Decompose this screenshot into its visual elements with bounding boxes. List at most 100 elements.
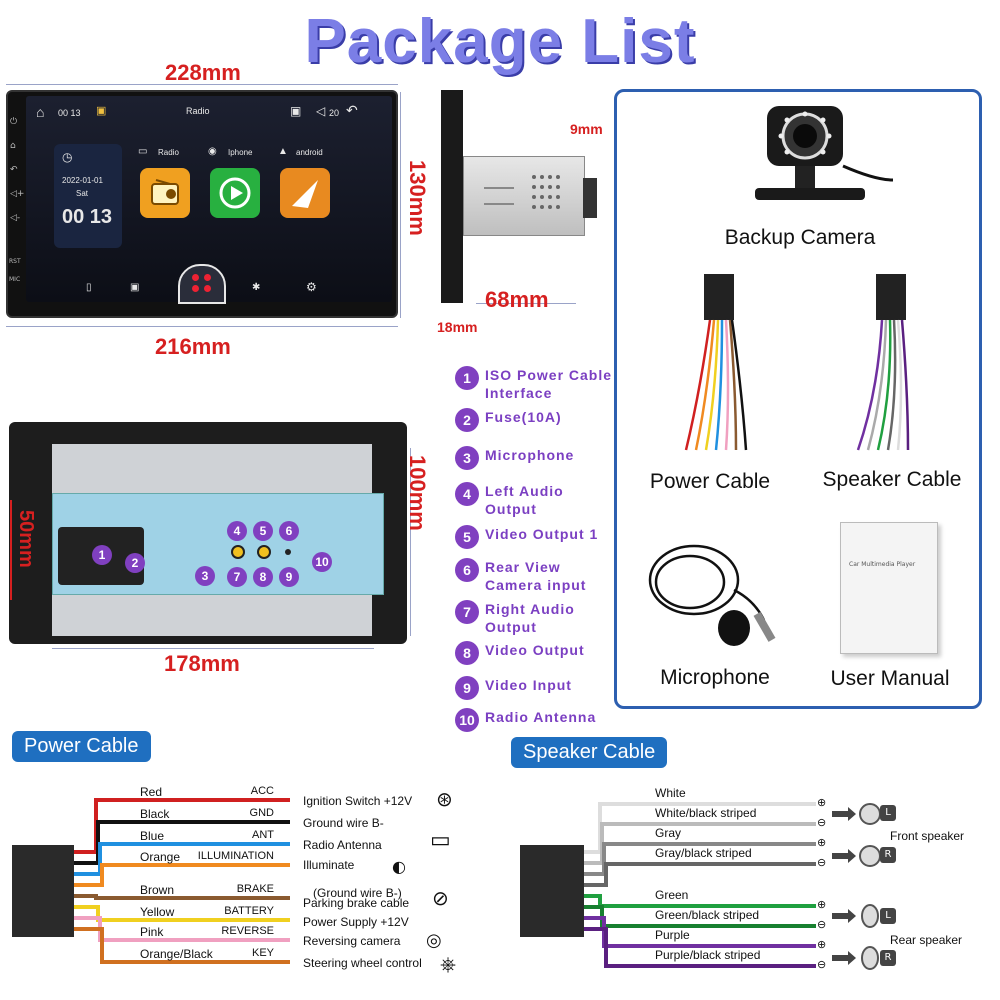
power-wire <box>74 894 290 900</box>
speaker-cable-tab: Speaker Cable <box>511 737 668 768</box>
microphone-image <box>634 530 790 650</box>
power-wire <box>74 905 290 922</box>
speaker-wire-label: Green <box>655 888 689 902</box>
label-microphone: Microphone <box>660 666 770 689</box>
home-icon[interactable]: ⌂ <box>36 104 45 120</box>
marker-7: 7 <box>227 567 247 587</box>
speaker-cable-image <box>848 272 928 456</box>
rear-connector <box>583 178 597 218</box>
marker-2: 2 <box>125 553 145 573</box>
dim-line-bottom <box>6 326 398 327</box>
android-auto-app-icon[interactable] <box>280 168 330 218</box>
side-view-plate <box>441 90 463 303</box>
radio-app-icon[interactable] <box>140 168 190 218</box>
light-icon: ◐ <box>392 857 406 876</box>
date-text: 2022-01-01 <box>62 176 103 185</box>
speaker-wire-label: Gray/black striped <box>655 846 752 860</box>
speaker-wire <box>584 842 816 876</box>
usb-icon[interactable]: ▯ <box>86 282 92 293</box>
dim-line-connector <box>10 500 42 600</box>
power-wire-color-label: Pink <box>140 925 164 939</box>
side-view-chassis <box>463 156 585 236</box>
speaker-badge-rl: L <box>880 908 896 924</box>
dim-line-right <box>400 92 401 318</box>
rca-jacks <box>228 542 292 562</box>
power-wire-destination-label: Radio Antenna <box>303 838 382 852</box>
power-wire-destination-label: Reversing camera <box>303 934 401 948</box>
vol-up-icon[interactable]: ◁+ <box>10 189 25 199</box>
ignition-key-icon: ⊛ <box>436 787 453 811</box>
dim-line-top <box>6 84 398 85</box>
file-icon[interactable]: ▣ <box>130 282 140 293</box>
marker-8: 8 <box>253 567 273 587</box>
power-wire-function-label: KEY <box>251 947 274 959</box>
power-icon[interactable]: ⏻ <box>10 117 18 127</box>
speaker-wires <box>584 802 816 968</box>
clock-icon: ◷ <box>62 150 73 164</box>
dim-connector-height: 50mm <box>15 510 37 568</box>
back-icon[interactable]: ↶ <box>346 102 358 118</box>
dim-line-depth <box>476 303 576 304</box>
power-wire-color-label: Orange/Black <box>140 947 213 961</box>
power-wire-color-label: Orange <box>140 850 181 864</box>
power-wire-destination-label: Parking brake cable <box>303 896 410 910</box>
vol-down-icon[interactable]: ◁- <box>10 213 21 223</box>
dim-width-bottom: 216mm <box>155 334 231 359</box>
power-wire-destination-label: Ignition Switch +12V <box>303 794 413 808</box>
app-label-radio: Radio <box>158 148 179 157</box>
power-wire <box>74 927 290 964</box>
volume-level: 20 <box>329 108 340 118</box>
dim-depth: 68mm <box>485 287 549 312</box>
power-wire-color-label: Brown <box>140 883 175 897</box>
dim-back-height: 100mm <box>405 455 430 531</box>
speaker-wire-label: Purple <box>655 928 690 942</box>
speaker-wire <box>584 916 816 948</box>
speaker-wire-label: White/black striped <box>655 806 757 820</box>
negative-terminal-icon: ⊖ <box>817 959 827 971</box>
power-wire-color-label: Red <box>140 785 163 799</box>
front-right-speaker-icon <box>830 844 890 872</box>
power-connector-block <box>12 845 74 937</box>
back-side-icon[interactable]: ↶ <box>10 165 18 175</box>
speaker-wire-label: Green/black striped <box>655 908 760 922</box>
app-label-android: android <box>296 148 323 157</box>
positive-terminal-icon: ⊕ <box>817 797 827 809</box>
settings-icon[interactable]: ⚙ <box>306 280 317 294</box>
label-backup-camera: Backup Camera <box>724 226 876 249</box>
power-wire-color-label: Blue <box>140 829 165 843</box>
dim-back-width: 178mm <box>164 651 240 676</box>
carplay-small-icon: ◉ <box>208 146 217 157</box>
speaker-wire <box>584 862 816 887</box>
android-small-icon: ▲ <box>278 146 288 157</box>
day-text: Sat <box>76 189 89 198</box>
power-wire-function-label: REVERSE <box>221 925 274 937</box>
power-wire-color-label: Black <box>140 807 170 821</box>
volume-icon[interactable]: ◁ <box>316 104 326 118</box>
steering-wheel-icon: ⎈ <box>440 952 456 976</box>
power-wire-function-label: BATTERY <box>224 905 274 917</box>
parking-brake-icon: ⊘ <box>432 886 449 910</box>
rear-speaker-label: Rear speaker <box>890 933 963 947</box>
bluetooth-icon[interactable]: ✱ <box>252 282 261 293</box>
front-speaker-label: Front speaker <box>890 829 965 843</box>
user-manual-image: Car Multimedia Player <box>840 522 938 654</box>
mic-label: MIC <box>9 276 21 283</box>
manual-cover-text: Car Multimedia Player <box>849 561 916 568</box>
dim-width-top: 228mm <box>165 60 241 85</box>
speaker-wire-label: Purple/black striped <box>655 948 761 962</box>
screenshot-icon[interactable]: ▣ <box>290 104 302 118</box>
radio-small-icon: ▭ <box>138 146 148 157</box>
home-side-icon[interactable]: ⌂ <box>10 141 16 151</box>
negative-terminal-icon: ⊖ <box>817 919 827 931</box>
power-wire-destination-label: Power Supply +12V <box>303 915 409 929</box>
backup-camera-image <box>745 100 895 210</box>
label-speaker-cable: Speaker Cable <box>822 468 962 491</box>
carplay-app-icon[interactable] <box>210 168 260 218</box>
marker-1: 1 <box>92 545 112 565</box>
app-drawer-button[interactable] <box>178 264 226 304</box>
dim-depth-front: 9mm <box>570 121 603 137</box>
